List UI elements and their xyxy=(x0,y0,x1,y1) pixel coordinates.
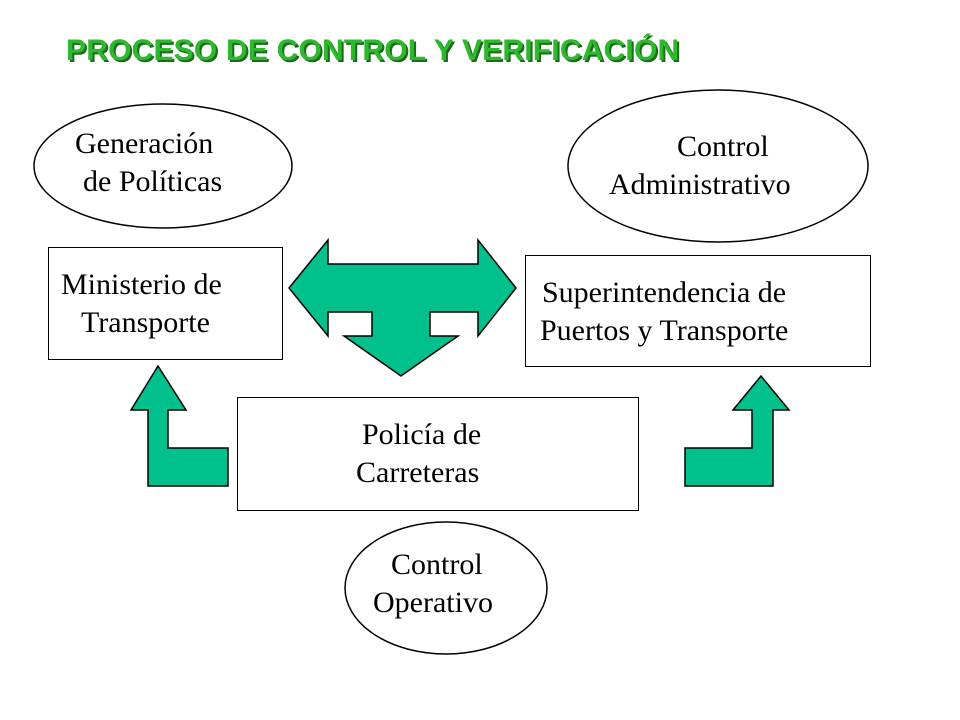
ellipse-control-administrativo xyxy=(567,89,869,243)
box-policia-carreteras: Policía de Carreteras xyxy=(237,397,639,511)
control-line: Control xyxy=(677,130,769,163)
superintendencia-line: Superintendencia de xyxy=(542,276,787,309)
box-ministerio-transporte: Ministerio de Transporte xyxy=(48,247,283,360)
generacion-line: Generación xyxy=(75,127,214,160)
ellipse-generacion-politicas xyxy=(33,103,293,229)
operativo-line: Operativo xyxy=(373,586,493,619)
left-bent-arrow xyxy=(129,364,229,487)
politicas-line: de Políticas xyxy=(83,165,223,198)
generacion-politicas-text: Generación de Políticas xyxy=(75,125,222,201)
three-way-arrow xyxy=(288,237,517,377)
puertos-line: Puertos y Transporte xyxy=(540,314,789,347)
control-operativo-text: Control Operativo xyxy=(373,546,493,622)
control-op-line: Control xyxy=(391,548,483,581)
page-title: PROCESO DE CONTROL Y VERIFICACIÓN xyxy=(66,34,680,67)
control-administrativo-text: Control Administrativo xyxy=(609,128,791,204)
ministerio-line: Ministerio de xyxy=(61,268,222,301)
administrativo-line: Administrativo xyxy=(609,168,791,201)
carreteras-line: Carreteras xyxy=(356,456,480,489)
ellipse-control-operativo xyxy=(344,521,548,655)
policia-line: Policía de xyxy=(362,418,482,451)
right-bent-arrow xyxy=(684,374,791,487)
box-superintendencia: Superintendencia de Puertos y Transporte xyxy=(525,255,871,367)
transporte-line: Transporte xyxy=(81,306,210,339)
